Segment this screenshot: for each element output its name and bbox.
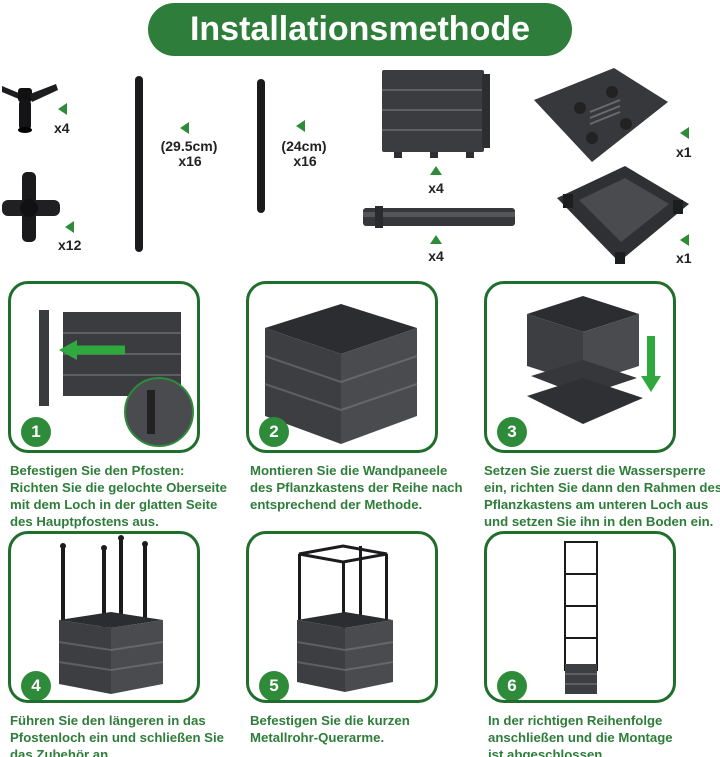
step-3-line: ein, richten Sie dann den Rahmen des	[484, 480, 720, 495]
water-barrier-image	[534, 68, 668, 162]
step-6-panel: 6	[484, 531, 676, 703]
step-2-line: entsprechend der Methode.	[250, 497, 423, 512]
step-6-line: anschließen und die Montage	[488, 730, 673, 745]
base-frame-image	[557, 166, 689, 264]
step-5-line: Befestigen Sie die kurzen	[250, 713, 410, 728]
step-2-text: Montieren Sie die Wandpaneele des Pflanz…	[250, 462, 482, 513]
y-connector-image	[2, 84, 58, 133]
wall-panel-image	[382, 70, 490, 158]
step-2-line: Montieren Sie die Wandpaneele	[250, 463, 448, 478]
step-3-number: 3	[497, 417, 527, 447]
step-3-line: und setzen Sie ihn in den Boden ein.	[484, 514, 714, 529]
y-connector-qty: x4	[54, 120, 70, 136]
base-frame-qty: x1	[676, 250, 692, 266]
step-6-line: In der richtigen Reihenfolge	[488, 713, 663, 728]
long-pole-size: (29.5cm)	[160, 138, 218, 154]
water-barrier-qty: x1	[676, 144, 692, 160]
wall-panel-marker	[430, 166, 442, 175]
step-5-panel: 5	[246, 531, 438, 703]
base-frame-marker	[680, 234, 689, 246]
step-4-text: Führen Sie den längeren in das Pfostenlo…	[10, 712, 242, 757]
step-1-number: 1	[21, 417, 51, 447]
step-4-line: Führen Sie den längeren in das	[10, 713, 206, 728]
step-4-illustration	[58, 535, 164, 694]
step-6-line: ist abgeschlossen.	[488, 747, 606, 757]
step-6-number: 6	[497, 671, 527, 700]
step-4-line: das Zubehör an.	[10, 747, 112, 757]
corner-post-image	[363, 206, 515, 228]
short-pole-size: (24cm)	[281, 138, 327, 154]
step-5-illustration	[296, 544, 394, 692]
wall-panel-qty: x4	[428, 180, 444, 196]
long-pole-qty: x16	[178, 153, 202, 169]
step-6-illustration	[564, 541, 598, 694]
corner-post-qty: x4	[428, 248, 444, 264]
step-2-illustration	[264, 304, 418, 444]
cross-connector-image	[2, 172, 60, 242]
step-5-line: Metallrohr-Querarme.	[250, 730, 385, 745]
step-3-text: Setzen Sie zuerst die Wassersperre ein, …	[484, 462, 720, 530]
step-4-line: Pfostenloch ein und schließen Sie	[10, 730, 224, 745]
long-pole-marker	[180, 122, 189, 134]
short-pole-qty: x16	[293, 153, 317, 169]
step-1-illustration	[39, 310, 194, 447]
step-4-panel: 4	[8, 531, 200, 703]
corner-post-marker	[430, 235, 442, 244]
step-6-text: In der richtigen Reihenfolge anschließen…	[488, 712, 720, 757]
step-1-panel: 1	[8, 281, 200, 453]
step-5-number: 5	[259, 671, 289, 700]
short-pole-marker	[296, 120, 305, 132]
step-3-illustration	[527, 296, 661, 424]
step-1-line: des Hauptpfostens aus.	[10, 514, 159, 529]
step-1-line: mit dem Loch in der glatten Seite	[10, 497, 218, 512]
step-4-number: 4	[21, 671, 51, 700]
cross-connector-marker	[65, 221, 74, 233]
step-1-line: Richten Sie die gelochte Oberseite	[10, 480, 227, 495]
step-1-line: Befestigen Sie den Pfosten:	[10, 463, 185, 478]
step-3-line: Setzen Sie zuerst die Wassersperre	[484, 463, 706, 478]
cross-connector-qty: x12	[58, 237, 82, 253]
step-2-line: des Pflanzkastens der Reihe nach	[250, 480, 463, 495]
page-title: Installationsmethode	[148, 3, 572, 56]
water-barrier-marker	[680, 127, 689, 139]
step-2-number: 2	[259, 417, 289, 447]
step-3-line: Pflanzkastens am unteren Loch aus	[484, 497, 709, 512]
step-5-text: Befestigen Sie die kurzen Metallrohr-Que…	[250, 712, 482, 746]
step-3-panel: 3	[484, 281, 676, 453]
y-connector-marker	[58, 103, 67, 115]
long-pole-image	[135, 76, 143, 252]
step-1-text: Befestigen Sie den Pfosten: Richten Sie …	[10, 462, 242, 530]
step-2-panel: 2	[246, 281, 438, 453]
short-pole-image	[257, 79, 265, 213]
